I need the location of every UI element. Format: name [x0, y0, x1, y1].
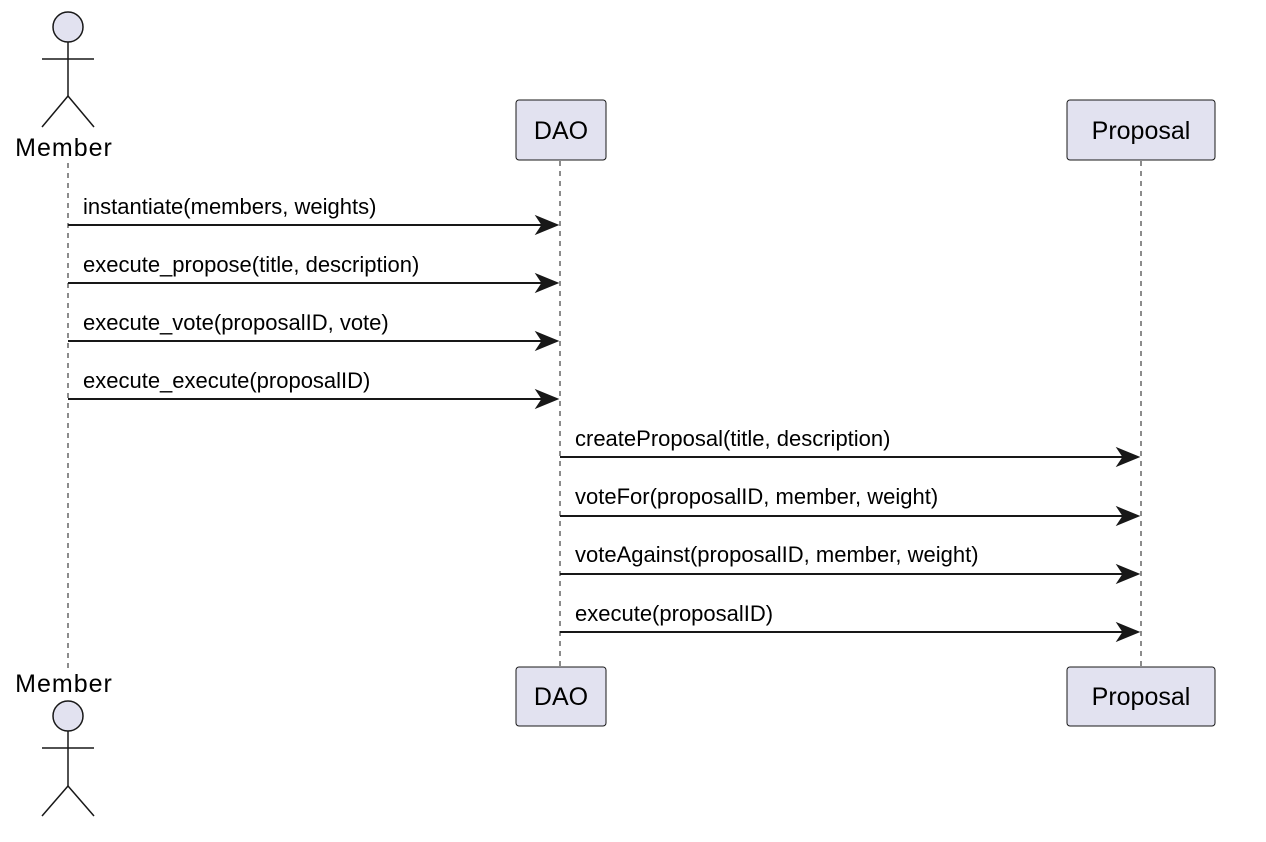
message-label: execute_propose(title, description) — [83, 252, 419, 277]
participant-dao-bottom: DAO — [515, 666, 607, 727]
arrow-head-icon — [1115, 446, 1141, 468]
participant-proposal-top: Proposal — [1066, 99, 1216, 161]
arrow-head-icon — [534, 272, 560, 294]
actor-member-top: Member — [15, 11, 113, 162]
message-3: execute_vote(proposalID, vote) — [68, 310, 560, 352]
actor-head-icon — [52, 11, 84, 43]
arrow-head-icon — [534, 330, 560, 352]
participant-box-proposal-bottom — [1066, 666, 1216, 727]
arrow-head-icon — [1115, 563, 1141, 585]
message-label: execute_vote(proposalID, vote) — [83, 310, 389, 335]
actor-head-icon — [52, 700, 84, 732]
participant-label-dao-top: DAO — [534, 117, 588, 145]
participant-proposal-bottom: Proposal — [1066, 666, 1216, 727]
participant-label-dao-bottom: DAO — [534, 683, 588, 711]
actor-body-icon — [41, 42, 95, 128]
arrow-head-icon — [1115, 621, 1141, 643]
message-label: voteFor(proposalID, member, weight) — [575, 484, 938, 509]
arrow-head-icon — [534, 388, 560, 410]
participant-box-dao-bottom — [515, 666, 607, 727]
participant-label-proposal-top: Proposal — [1092, 117, 1191, 145]
message-label: instantiate(members, weights) — [83, 194, 376, 219]
actor-label-member-bottom: Member — [15, 670, 113, 698]
message-7: voteAgainst(proposalID, member, weight) — [560, 542, 1141, 585]
message-5: createProposal(title, description) — [560, 426, 1141, 468]
actor-label-member-top: Member — [15, 134, 113, 162]
participant-dao-top: DAO — [515, 99, 607, 161]
arrow-head-icon — [1115, 505, 1141, 527]
actor-body-icon — [41, 731, 95, 817]
message-4: execute_execute(proposalID) — [68, 368, 560, 410]
message-label: execute_execute(proposalID) — [83, 368, 370, 393]
message-6: voteFor(proposalID, member, weight) — [560, 484, 1141, 527]
message-label: execute(proposalID) — [575, 601, 773, 626]
arrow-head-icon — [534, 214, 560, 236]
participant-label-proposal-bottom: Proposal — [1092, 683, 1191, 711]
actor-member-bottom: Member — [15, 670, 113, 817]
message-label: voteAgainst(proposalID, member, weight) — [575, 542, 979, 567]
participant-box-dao-top — [515, 99, 607, 161]
message-label: createProposal(title, description) — [575, 426, 890, 451]
message-2: execute_propose(title, description) — [68, 252, 560, 294]
message-8: execute(proposalID) — [560, 601, 1141, 643]
participant-box-proposal-top — [1066, 99, 1216, 161]
message-1: instantiate(members, weights) — [68, 194, 560, 236]
